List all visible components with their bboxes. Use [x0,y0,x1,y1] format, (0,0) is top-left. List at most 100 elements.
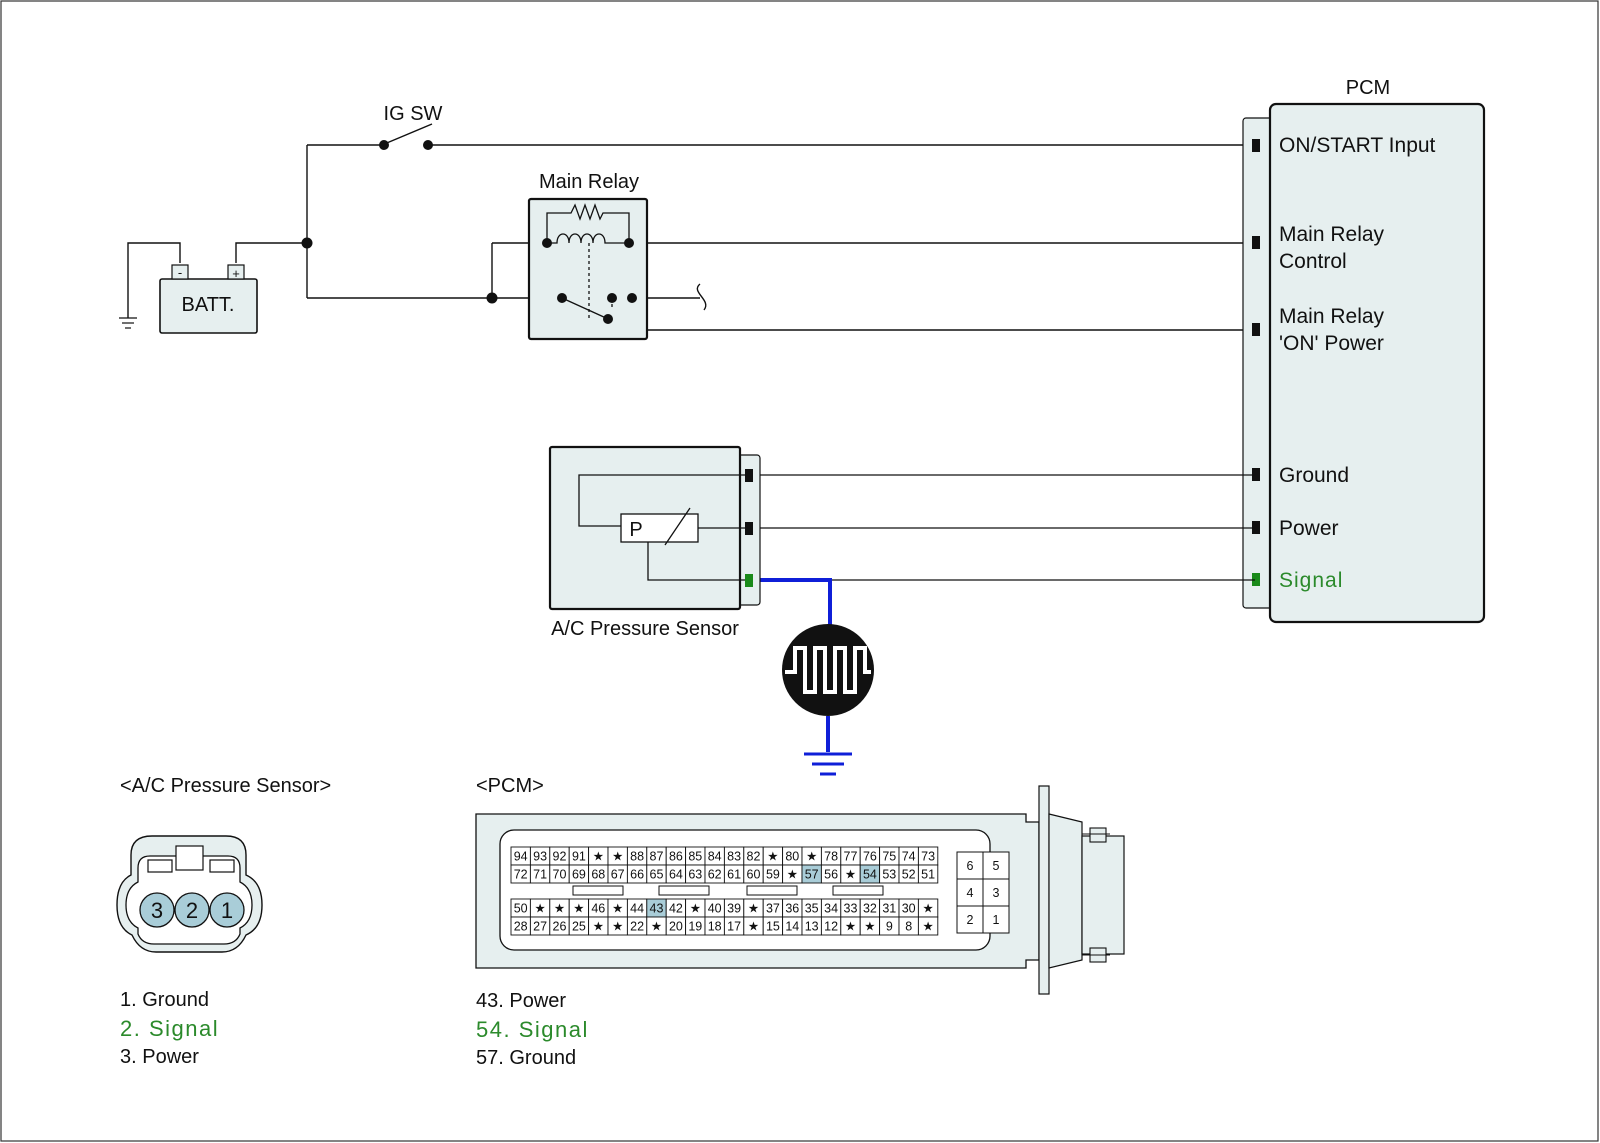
pcm-pin-label: 70 [553,868,567,882]
pcm-legend-2: 54. Signal [476,1017,589,1042]
pcm-small-pin-label: 4 [967,886,974,900]
pcm-pin-label: ★ [748,902,759,916]
pcm-pin-label: 27 [533,920,547,934]
pcm-pin-label: 20 [669,920,683,934]
pcm-pin-label: ★ [612,902,623,916]
pcm-small-pin-label: 1 [993,913,1000,927]
pcm-legend-1: 43. Power [476,990,566,1012]
pcm-pin-label: 87 [650,850,664,864]
pcm-pin-label: ★ [690,902,701,916]
battery: - + BATT. [159,264,258,334]
sensor-pin-2: 2 [186,898,198,923]
pcm-small-pin-label: 2 [967,913,974,927]
square-wave-icon [782,624,874,776]
pcm-pin-label: 25 [572,920,586,934]
sensor-pin-3: 3 [151,898,163,923]
pcm-small-pin-label: 3 [993,886,1000,900]
pcm-legend-3: 57. Ground [476,1047,576,1069]
pcm-pin-label: 42 [669,902,683,916]
sensor-pin-1: 1 [221,898,233,923]
pcm-pin-label: 50 [514,902,528,916]
pcm-pin-label: ★ [554,902,565,916]
sensor-legend-3: 3. Power [120,1046,199,1068]
pcm-input-main-relay-control-2: Control [1279,250,1347,273]
top-wiring [127,123,1255,331]
pcm-connector-title: <PCM> [476,775,544,797]
pcm-input-signal: Signal [1279,569,1343,592]
pcm-pin-label: 62 [708,868,722,882]
sensor-connector-face: 3 2 1 [116,835,263,953]
pcm-pin-label: 68 [591,868,605,882]
pcm-pin-label: 17 [727,920,741,934]
pcm-pin-label: ★ [767,850,778,864]
pcm-pin-label: 26 [553,920,567,934]
pcm-pin-label: ★ [593,920,604,934]
pcm-pin-label: ★ [534,902,545,916]
pcm-legend: 43. Power 54. Signal 57. Ground [476,990,589,1069]
pcm-pin-label: 73 [921,850,935,864]
pcm-pin-label: 28 [514,920,528,934]
pcm-pin-label: 85 [688,850,702,864]
pcm-pin-label: 8 [905,920,912,934]
sensor-legend-1: 1. Ground [120,989,209,1011]
pcm-small-pin-cell [982,905,1010,934]
pcm-pin-label: 22 [630,920,644,934]
pcm-pin-label: 91 [572,850,586,864]
junction-dot [301,237,313,249]
pcm-pin-label: ★ [922,920,933,934]
pcm-pin-label: 53 [882,868,896,882]
pcm-pin-label: 15 [766,920,780,934]
pcm-pin-label: 71 [533,868,547,882]
ig-sw-contact-b [423,140,433,150]
sensor-wires [750,474,1255,581]
pcm-pin-label: 86 [669,850,683,864]
pcm-pin-label: 14 [785,920,799,934]
pcm-pin-label: 72 [514,868,528,882]
pcm-pin-label: 69 [572,868,586,882]
pcm-pin-label: 61 [727,868,741,882]
pcm-pin-label: 74 [902,850,916,864]
pcm-pin-label: 92 [553,850,567,864]
pcm-pin-label: 30 [902,902,916,916]
pcm-pin-label: 19 [688,920,702,934]
pcm-pin-label: 77 [844,850,858,864]
pcm-pin-label: 40 [708,902,722,916]
pcm-pin-cell [917,864,939,884]
pcm-pin-label: 36 [785,902,799,916]
pcm-box [1242,102,1486,624]
ig-sw-label: IG SW [384,103,443,125]
pcm-pin-label: 78 [824,850,838,864]
pcm-pin-label: ★ [806,850,817,864]
pcm-pin-label: 75 [882,850,896,864]
pcm-pin-label: 84 [708,850,722,864]
pcm-pin-label: 31 [882,902,896,916]
sensor-label: A/C Pressure Sensor [551,618,739,640]
pcm-pin-label: 83 [727,850,741,864]
pcm-input-power: Power [1279,517,1339,540]
pcm-pin-label: ★ [845,868,856,882]
pcm-pin-label: 65 [650,868,664,882]
ac-pressure-sensor: P [548,445,761,611]
pcm-pin-label: 33 [844,902,858,916]
battery-label: BATT. [182,294,235,316]
pcm-pin-label: 94 [514,850,528,864]
pcm-pin-label: ★ [845,920,856,934]
pcm-pin-label: 35 [805,902,819,916]
pcm-input-main-relay-control-1: Main Relay [1279,223,1385,246]
pcm-pin-label: 12 [824,920,838,934]
sensor-element-label: P [629,519,642,541]
pcm-pin-label: 18 [708,920,722,934]
pcm-pin-label: 43 [650,902,664,916]
pcm-pin-label: ★ [787,868,798,882]
pcm-input-ground: Ground [1279,464,1349,487]
pcm-pin-label: ★ [612,850,623,864]
pcm-pin-label: ★ [922,902,933,916]
pcm-pin-cell [917,916,939,936]
pcm-pin-label: 54 [863,868,877,882]
pcm-pin-label: ★ [612,920,623,934]
pcm-small-pin-label: 6 [967,859,974,873]
pcm-pin-label: ★ [573,902,584,916]
pcm-pin-label: 76 [863,850,877,864]
pcm-pin-label: 52 [902,868,916,882]
